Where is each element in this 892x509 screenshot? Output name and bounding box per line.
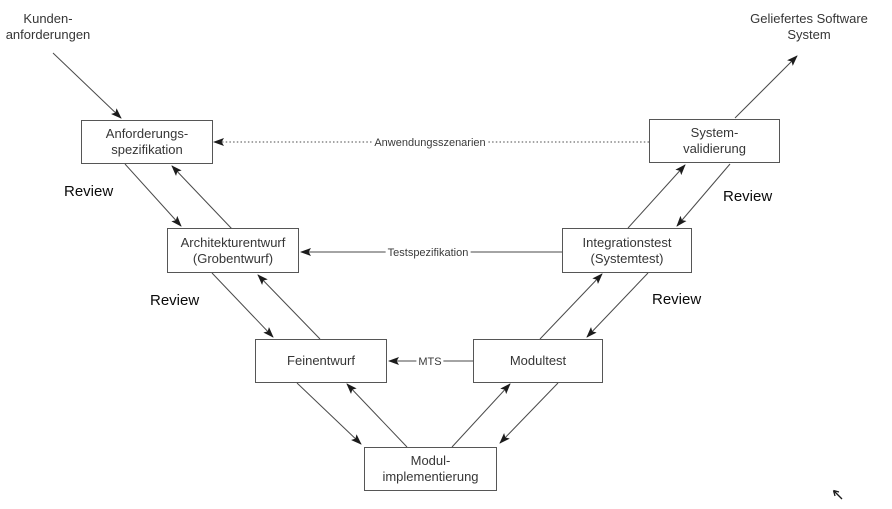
- review-label-left-top: Review: [64, 183, 114, 200]
- label-geliefertes-line2: System: [787, 27, 831, 42]
- review-label-right-top: Review: [723, 188, 773, 205]
- node-systemvalidierung: System- validierung: [649, 119, 780, 163]
- edge-modulimpl-review-to-feinentwurf: [346, 383, 408, 448]
- edge-spec-to-architektur: [124, 163, 182, 227]
- review-label-left-middle: Review: [150, 292, 200, 309]
- edge-architektur-to-feinentwurf: [211, 272, 274, 338]
- review-label-right-middle: Review: [652, 291, 702, 308]
- label-geliefertes-line1: Geliefertes Software: [750, 11, 868, 26]
- node-architekturentwurf-line2: (Grobentwurf): [192, 250, 274, 266]
- edge-modulimpl-to-modultest: [451, 383, 511, 448]
- edge-integration-review-to-modultest: [586, 272, 649, 338]
- edge-label-anwendungsszenarien: Anwendungsszenarien: [372, 137, 488, 149]
- edge-feinentwurf-to-modulimpl: [296, 382, 362, 445]
- node-anforderungsspezifikation-line2: spezifikation: [111, 142, 183, 157]
- label-kundenanforderungen: Kunden- anforderungen: [1, 11, 95, 43]
- edge-label-testspezifikation: Testspezifikation: [385, 247, 471, 259]
- edge-label-mts: MTS: [416, 356, 444, 368]
- edge-delivered-system-out: [734, 55, 798, 119]
- node-integrationstest-line1: Integrationstest: [582, 234, 672, 250]
- node-anforderungsspezifikation: Anforderungs- spezifikation: [81, 120, 213, 164]
- node-systemvalidierung-line1: System-: [690, 125, 739, 140]
- edge-architektur-review-to-spec: [171, 165, 233, 230]
- edge-systemvalid-review-to-integration: [676, 163, 731, 227]
- edge-modultest-review-to-modulimpl: [499, 382, 559, 444]
- label-geliefertes-software-system: Geliefertes Software System: [743, 11, 875, 43]
- node-architekturentwurf-line1: Architekturentwurf: [180, 234, 286, 250]
- node-modulimplementierung: Modul- implementierung: [364, 447, 497, 491]
- node-anforderungsspezifikation-line1: Anforderungs-: [105, 126, 189, 141]
- edge-kundenanforderungen-in: [52, 52, 122, 119]
- node-systemvalidierung-line2: validierung: [683, 141, 746, 156]
- edge-feinentwurf-review-to-architektur: [257, 274, 321, 340]
- node-feinentwurf: Feinentwurf: [255, 339, 387, 383]
- node-modulimplementierung-line2: implementierung: [382, 469, 479, 484]
- node-integrationstest: Integrationstest (Systemtest): [562, 228, 692, 273]
- node-architekturentwurf: Architekturentwurf (Grobentwurf): [167, 228, 299, 273]
- label-kundenanforderungen-line1: Kunden-: [23, 11, 73, 26]
- node-modultest: Modultest: [473, 339, 603, 383]
- edge-integration-to-systemvalid: [627, 164, 686, 229]
- node-feinentwurf-line1: Feinentwurf: [287, 353, 355, 368]
- node-modulimplementierung-line1: Modul-: [410, 453, 451, 468]
- node-modultest-line1: Modultest: [509, 353, 567, 368]
- node-integrationstest-line2: (Systemtest): [590, 250, 664, 266]
- edge-modultest-to-integration: [539, 273, 603, 340]
- label-kundenanforderungen-line2: anforderungen: [5, 27, 91, 42]
